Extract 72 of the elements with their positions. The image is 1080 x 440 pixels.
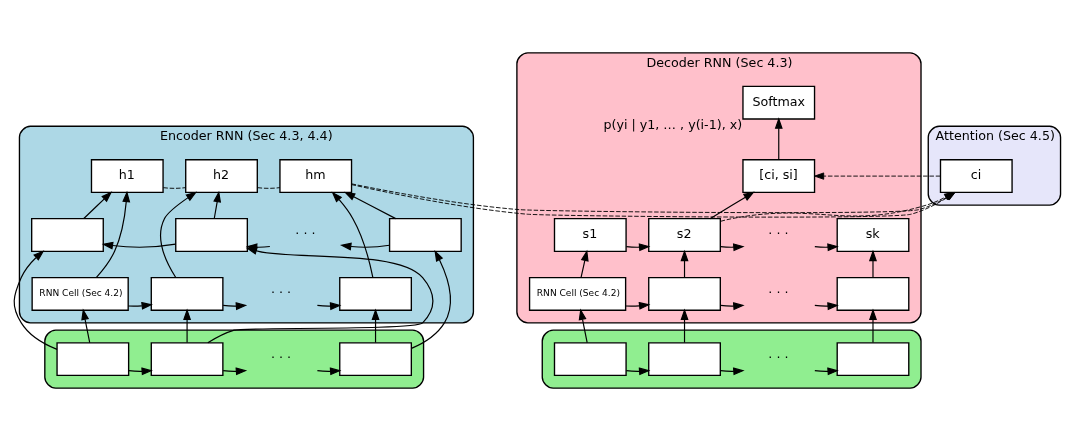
node-box (648, 276, 721, 311)
arrow (13, 249, 58, 350)
arrow (316, 366, 342, 375)
arrow (81, 308, 91, 343)
node-text: · · · (768, 349, 789, 365)
arrow (680, 308, 689, 343)
arrow (625, 366, 651, 375)
arrow (207, 246, 434, 343)
arrow (371, 308, 380, 343)
arrow (343, 191, 397, 219)
node-text: · · · (270, 349, 292, 365)
arrow (814, 171, 941, 180)
arrow (331, 190, 374, 278)
connector (162, 186, 187, 189)
node-box (339, 341, 412, 376)
node-box: hm (279, 158, 353, 193)
node-box (553, 341, 627, 376)
arrow (625, 301, 651, 310)
arrow (774, 116, 783, 160)
node-box: s2 (648, 217, 721, 252)
arrow (95, 190, 131, 278)
node-box: s1 (553, 217, 627, 252)
arrow (316, 301, 342, 310)
arrow (213, 190, 222, 219)
arrow (128, 366, 153, 375)
arrow (101, 241, 177, 250)
arrow (183, 308, 192, 343)
node-text: · · · (295, 225, 316, 241)
node-box: RNN Cell (Sec 4.2) (528, 276, 627, 311)
node-box (339, 276, 412, 311)
node-box: h2 (185, 158, 258, 193)
arrow (709, 191, 755, 219)
cluster (44, 328, 425, 389)
node-box: RNN Cell (Sec 4.2) (31, 276, 129, 311)
arrow (814, 301, 839, 310)
node-box (836, 276, 910, 311)
node-box (388, 217, 462, 252)
arrow (222, 301, 248, 310)
node-box (150, 341, 224, 376)
node-box: h1 (90, 158, 164, 193)
node-text: · · · (270, 284, 292, 300)
arrow (222, 366, 248, 375)
arrow (580, 249, 589, 278)
arrow (340, 242, 391, 250)
arrow (160, 191, 198, 278)
node-box: sk (836, 217, 910, 252)
node-box (836, 341, 910, 376)
node-box: Softmax (742, 85, 816, 120)
node-box (56, 341, 130, 376)
arrow (625, 242, 651, 251)
arrow (869, 308, 877, 343)
node-box (31, 217, 104, 252)
node-box: [ci, si] (742, 158, 816, 193)
node-box (150, 276, 224, 311)
node-text: · · · (768, 284, 789, 300)
node-box: ci (939, 158, 1013, 193)
arrow (83, 190, 113, 219)
node-box (175, 217, 248, 252)
arrow (720, 301, 745, 310)
arrow (127, 301, 153, 310)
arrow (814, 366, 839, 375)
node-label: p(yi | y1, … , y(i-1), x) (603, 116, 743, 132)
connector (257, 186, 281, 189)
arrow (814, 242, 839, 251)
cluster (541, 328, 922, 389)
arrow (410, 249, 451, 349)
arrow (869, 249, 877, 278)
node-box (648, 341, 721, 376)
node-text: · · · (768, 225, 789, 241)
arrow (578, 308, 588, 343)
arrow (720, 242, 745, 251)
arrow (720, 366, 745, 375)
